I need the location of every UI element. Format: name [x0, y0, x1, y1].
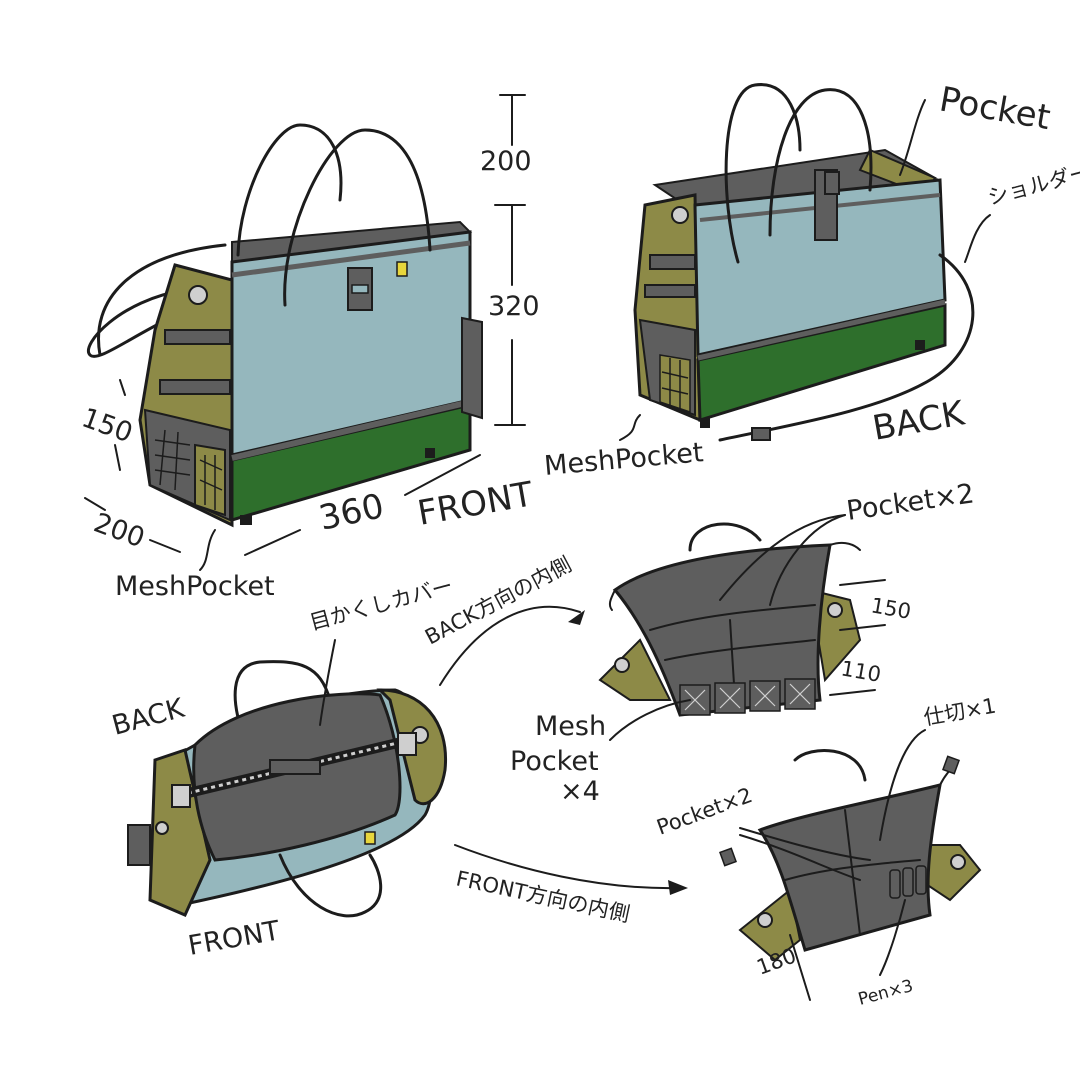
back-dim-150-label: 150 — [869, 593, 913, 624]
top-back-label: BACK — [109, 693, 189, 742]
divider-leader — [879, 729, 926, 841]
dim-depth-label: 200 — [90, 507, 149, 554]
back-dim-150-line-b — [839, 624, 886, 631]
dim-side-pocket-label: 150 — [78, 402, 137, 449]
front-inside-label: FRONT方向の内側 — [454, 866, 632, 926]
mesh-pocket-back-leader — [619, 414, 641, 441]
pocket-back-label: Pocket — [936, 79, 1053, 138]
mesh-pocket-4-line1: Mesh — [535, 711, 606, 742]
back-dim-110-label: 110 — [839, 656, 883, 687]
back-pockets-leader-2 — [769, 514, 846, 606]
front-pockets-leader-2 — [739, 834, 861, 881]
back-dim-150-line — [839, 579, 886, 586]
mesh-pocket-4-leader — [609, 699, 691, 741]
back-inside-arrowhead — [568, 610, 585, 625]
mesh-pocket-4-line3: ×4 — [560, 776, 600, 807]
front-view-bag — [87, 123, 483, 528]
mesh-pocket-back-label: MeshPocket — [543, 437, 705, 482]
mesh-pocket-4-line2: Pocket — [510, 746, 599, 777]
front-pockets-label: Pocket×2 — [654, 783, 756, 840]
front-inside-arrowhead — [668, 880, 688, 895]
top-view-bag — [127, 660, 448, 918]
dim-height-handle-label: 200 — [480, 146, 532, 177]
shoulder-label: ショルダー — [985, 159, 1080, 209]
front-view-label: FRONT — [415, 474, 537, 534]
divider-label: 仕切×1 — [922, 694, 998, 730]
front-pockets-leader-1 — [739, 827, 871, 861]
top-front-label: FRONT — [186, 915, 283, 962]
front-inside-arrow — [454, 844, 681, 890]
back-pockets-label: Pocket×2 — [845, 478, 976, 527]
dim-height-body-label: 320 — [488, 291, 540, 322]
front-dimension-lines — [84, 94, 526, 556]
back-pockets-leader-1 — [719, 514, 846, 601]
mesh-pocket-front-leader — [199, 529, 216, 571]
shoulder-leader — [964, 214, 991, 263]
back-view-bag — [633, 83, 975, 442]
back-dim-110-line — [829, 689, 876, 696]
mesh-pocket-front-label: MeshPocket — [115, 571, 275, 602]
pocket-back-leader — [899, 99, 926, 176]
back-inside-panel — [598, 522, 862, 717]
dim-width-label: 360 — [316, 486, 388, 539]
pen-leader — [879, 899, 906, 976]
front-inside-panel — [719, 749, 982, 962]
back-inside-arrow — [439, 605, 581, 686]
front-dim-180-line — [789, 934, 811, 1001]
front-dim-180-label: 180 — [754, 943, 800, 979]
back-inside-label: BACK方向の内側 — [421, 552, 575, 649]
pen-label: Pen×3 — [856, 976, 915, 1010]
eye-cover-leader — [319, 639, 336, 726]
